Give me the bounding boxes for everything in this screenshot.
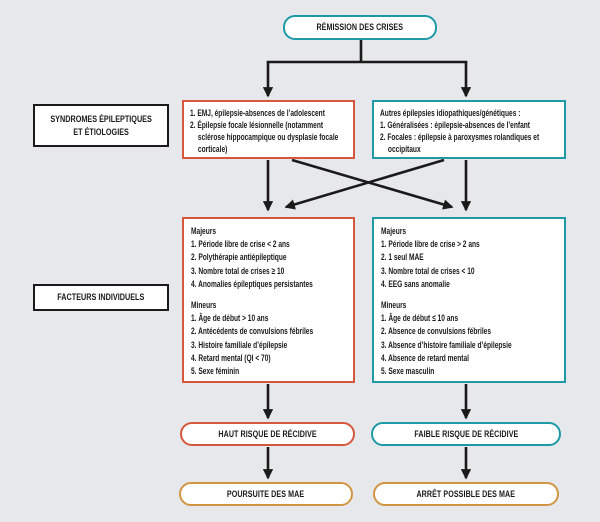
- node-faible-risque-label: FAIBLE RISQUE DE RÉCIDIVE: [413, 428, 519, 440]
- list-item: 3. Nombre total de crises < 10: [381, 265, 475, 276]
- list-item: 4. Absence de retard mental: [381, 352, 469, 363]
- list-item: 1. Généralisées : épilepsie-absences de …: [380, 120, 531, 130]
- node-remission-label: RÉMISSION DES CRISES: [316, 22, 404, 33]
- list-item: 2. Focales : épilepsie à paroxysmes rola…: [380, 132, 540, 154]
- list-item: 3. Histoire familiale d’épilepsie: [191, 339, 288, 350]
- arrow-right-syndromes-to-left-factors: [284, 158, 445, 210]
- node-syndromes-left: 1. EMJ, épilepsie-absences de l’adolesce…: [182, 100, 355, 159]
- list-item: 1. Âge de début ≤ 10 ans: [381, 313, 459, 324]
- side-label-facteurs: FACTEURS INDIVIDUELS: [33, 284, 169, 311]
- list-item: 5. Sexe masculin: [381, 366, 435, 377]
- list-item: 3. Absence d’histoire familiale d’épilep…: [381, 339, 512, 350]
- node-arret-mae-label: ARRÊT POSSIBLE DES MAE: [416, 488, 516, 500]
- list-item: 2. 1 seul MAE: [381, 252, 424, 263]
- node-poursuite-mae: POURSUITE DES MAE: [179, 482, 353, 506]
- mineurs-title: Mineurs: [191, 300, 217, 311]
- node-remission-des-crises: RÉMISSION DES CRISES: [283, 15, 437, 40]
- side-label-syndromes-text: SYNDROMES ÉPILEPTIQUES ET ÉTIOLOGIES: [50, 114, 152, 137]
- list-item: 2. Épilepsie focale lésionnelle (notamme…: [190, 120, 339, 154]
- list-item: 1. Âge de début > 10 ans: [191, 313, 269, 324]
- mineurs-title: Mineurs: [381, 300, 407, 311]
- list-item: 2. Antécédents de convulsions fébriles: [191, 326, 314, 337]
- side-label-syndromes: SYNDROMES ÉPILEPTIQUES ET ÉTIOLOGIES: [33, 104, 169, 147]
- node-haut-risque: HAUT RISQUE DE RÉCIDIVE: [180, 422, 355, 446]
- majeurs-title: Majeurs: [191, 226, 217, 236]
- list-item: 4. Retard mental (QI < 70): [191, 352, 271, 363]
- node-factors-right: Majeurs 1. Période libre de crise > 2 an…: [372, 217, 566, 383]
- node-factors-left: Majeurs 1. Période libre de crise < 2 an…: [182, 217, 355, 383]
- list-item: 2. Absence de convulsions fébriles: [381, 326, 492, 337]
- node-syndromes-right: Autres épilepsies idiopathiques/génétiqu…: [372, 100, 566, 159]
- list-item: 2. Polythérapie antiépileptique: [191, 252, 287, 263]
- node-arret-mae: ARRÊT POSSIBLE DES MAE: [373, 482, 559, 506]
- list-item: 5. Sexe féminin: [191, 366, 240, 377]
- list-item: 1. Période libre de crise < 2 ans: [191, 239, 290, 250]
- node-poursuite-mae-label: POURSUITE DES MAE: [227, 488, 305, 500]
- list-item: 1. Période libre de crise > 2 ans: [381, 239, 480, 250]
- node-faible-risque: FAIBLE RISQUE DE RÉCIDIVE: [371, 422, 561, 446]
- list-item: 4. EEG sans anomalie: [381, 278, 450, 289]
- list-intro: Autres épilepsies idiopathiques/génétiqu…: [380, 108, 521, 118]
- majeurs-title: Majeurs: [381, 226, 407, 236]
- list-item: 4. Anomalies épileptiques persistantes: [191, 278, 313, 289]
- arrow-left-syndromes-to-right-factors: [291, 158, 454, 210]
- list-item: 1. EMJ, épilepsie-absences de l’adolesce…: [190, 108, 325, 118]
- node-haut-risque-label: HAUT RISQUE DE RÉCIDIVE: [218, 428, 317, 440]
- list-item: 3. Nombre total de crises ≥ 10: [191, 265, 285, 276]
- side-label-facteurs-text: FACTEURS INDIVIDUELS: [57, 292, 145, 303]
